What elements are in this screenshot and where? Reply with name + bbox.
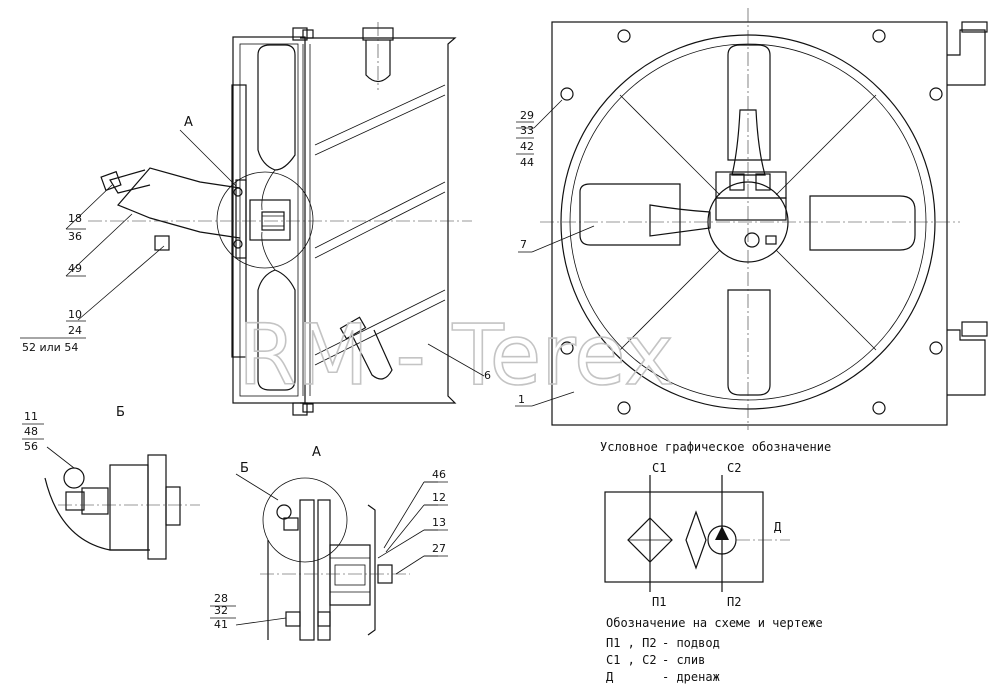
- callout-6: 6: [484, 369, 491, 382]
- callout-10: 10: [68, 308, 82, 321]
- watermark: RM - Terex: [238, 306, 674, 404]
- detail-a: [260, 477, 410, 641]
- view-b-detail-label: Б: [240, 461, 249, 476]
- callout-1: 1: [518, 393, 525, 406]
- callout-27: 27: [432, 542, 446, 555]
- callout-52-or-54: 52 или 54: [22, 341, 78, 354]
- callout-18: 18: [68, 212, 82, 225]
- view-b-main-label: Б: [116, 405, 125, 420]
- symbol-port-p1: П1: [652, 595, 666, 609]
- legend-row-key: Д: [606, 670, 614, 684]
- legend-row-key: П1 , П2: [606, 636, 657, 650]
- legend-title: Обозначение на схеме и чертеже: [606, 616, 823, 630]
- callout-29: 29: [520, 109, 534, 122]
- front-view: [540, 8, 988, 430]
- callout-44: 44: [520, 156, 534, 169]
- symbol-port-c1: С1: [652, 461, 666, 475]
- legend-row-value: - подвод: [662, 636, 720, 650]
- callout-48: 48: [24, 425, 38, 438]
- callout-33: 33: [520, 124, 534, 137]
- legend-row-value: - дренаж: [662, 670, 720, 684]
- callout-7: 7: [520, 238, 527, 251]
- view-a-detail-label: А: [312, 445, 321, 460]
- symbol-port-c2: С2: [727, 461, 741, 475]
- callout-32: 32: [214, 604, 228, 617]
- callout-12: 12: [432, 491, 446, 504]
- legend: Обозначение на схеме и чертеже П1 , П2 -…: [606, 616, 823, 684]
- callout-13: 13: [432, 516, 446, 529]
- callout-24: 24: [68, 324, 82, 337]
- callout-28: 28: [214, 592, 228, 605]
- callout-11: 11: [24, 410, 38, 423]
- view-a-main-label: А: [184, 115, 193, 130]
- symbol-title: Условное графическое обозначение: [600, 440, 831, 454]
- hydraulic-symbol: [604, 475, 790, 592]
- callout-46: 46: [432, 468, 446, 481]
- callouts: 18 36 49 10 24 52 или 54 29 33 42 44 7 6…: [20, 109, 534, 631]
- callout-41: 41: [214, 618, 228, 631]
- leader-lines: [46, 99, 595, 626]
- symbol-port-p2: П2: [727, 595, 741, 609]
- legend-row-key: С1 , С2: [606, 653, 657, 667]
- callout-42: 42: [520, 140, 534, 153]
- legend-row-value: - слив: [662, 653, 705, 667]
- symbol-port-d: Д: [774, 520, 782, 534]
- detail-b: [44, 454, 200, 560]
- callout-49: 49: [68, 262, 82, 275]
- side-view: [88, 22, 472, 416]
- callout-36: 36: [68, 230, 82, 243]
- callout-56: 56: [24, 440, 38, 453]
